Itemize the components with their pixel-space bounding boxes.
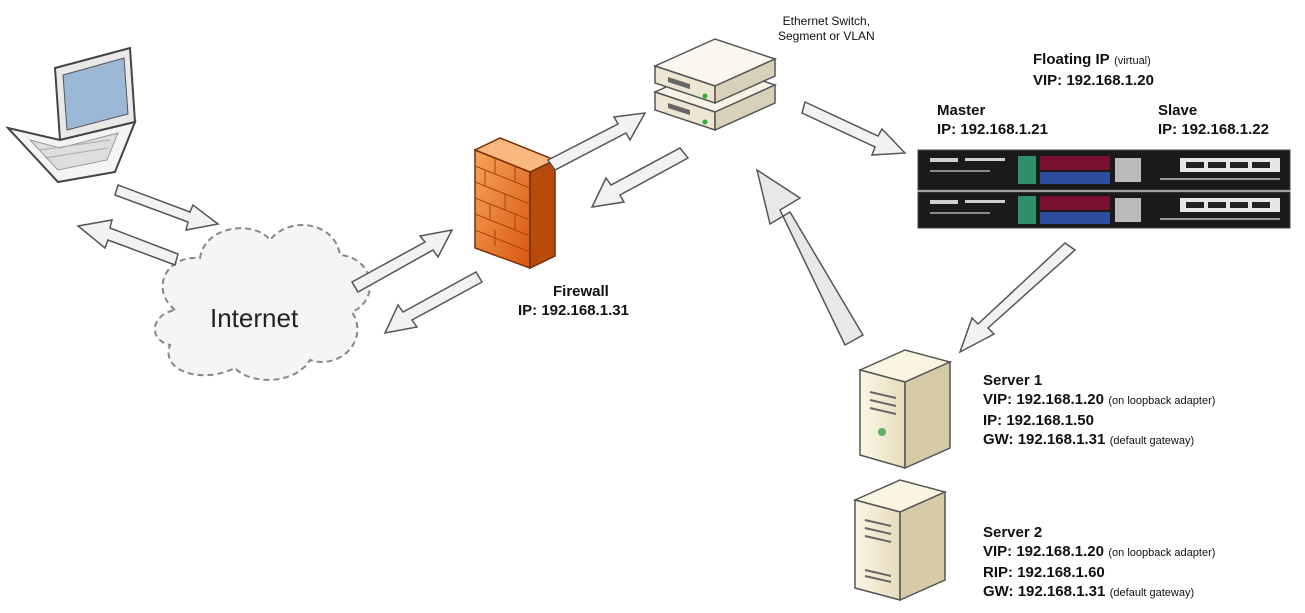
- floating-ip-title: Floating IP: [1033, 51, 1110, 68]
- server2-vip: VIP: 192.168.1.20: [983, 543, 1104, 560]
- firewall-icon: [473, 137, 557, 270]
- server2-rip: RIP: 192.168.1.60: [983, 564, 1105, 581]
- arrow-server1-to-switch: [755, 168, 865, 347]
- firewall-label: Firewall IP: 192.168.1.31: [518, 282, 629, 320]
- server1-gw: GW: 192.168.1.31: [983, 431, 1106, 448]
- master-ip: IP: 192.168.1.21: [937, 121, 1048, 138]
- floating-ip-note: (virtual): [1114, 55, 1151, 67]
- server1-title: Server 1: [983, 372, 1043, 389]
- server1-vip: VIP: 192.168.1.20: [983, 391, 1104, 408]
- floating-ip-vip: VIP: 192.168.1.20: [1033, 72, 1154, 89]
- arrow-switch-to-firewall: [590, 147, 690, 208]
- server1-icon: [857, 349, 953, 470]
- server1-vip-note: (on loopback adapter): [1108, 395, 1216, 407]
- firewall-title: Firewall: [553, 283, 609, 300]
- slave-ip: IP: 192.168.1.22: [1158, 121, 1269, 138]
- load-balancer-icon: [917, 149, 1291, 229]
- server1-label: Server 1 VIP: 192.168.1.20 (on loopback …: [983, 371, 1215, 451]
- internet-label: Internet: [210, 303, 299, 333]
- switch-label-line1: Ethernet Switch,: [782, 14, 871, 28]
- master-label: Master IP: 192.168.1.21: [937, 101, 1048, 139]
- master-title: Master: [937, 102, 986, 119]
- arrow-firewall-to-internet: [383, 270, 484, 335]
- cloud-icon: [153, 224, 372, 381]
- server2-gw: GW: 192.168.1.31: [983, 583, 1106, 600]
- switch-icon: [652, 38, 778, 132]
- firewall-ip: IP: 192.168.1.31: [518, 302, 629, 319]
- arrow-load-balancer-to-server1: [958, 242, 1077, 354]
- floating-ip-label: Floating IP (virtual) VIP: 192.168.1.20: [1033, 50, 1154, 90]
- arrow-internet-to-firewall: [350, 228, 454, 294]
- switch-label: Ethernet Switch, Segment or VLAN: [778, 14, 875, 44]
- arrow-switch-to-load-balancer: [801, 100, 907, 156]
- arrow-firewall-to-switch: [546, 112, 647, 171]
- switch-label-line2: Segment or VLAN: [778, 29, 875, 43]
- server1-ip: IP: 192.168.1.50: [983, 412, 1094, 429]
- server2-title: Server 2: [983, 524, 1043, 541]
- slave-label: Slave IP: 192.168.1.22: [1158, 101, 1269, 139]
- server1-gw-note: (default gateway): [1109, 435, 1195, 447]
- arrow-internet-to-laptop: [76, 219, 179, 266]
- server2-label: Server 2 VIP: 192.168.1.20 (on loopback …: [983, 523, 1215, 603]
- arrow-laptop-to-internet: [114, 184, 220, 231]
- server2-gw-note: (default gateway): [1109, 587, 1195, 599]
- slave-title: Slave: [1158, 102, 1198, 119]
- server2-vip-note: (on loopback adapter): [1108, 547, 1216, 559]
- laptop-icon: [5, 46, 137, 184]
- server2-icon: [852, 479, 948, 602]
